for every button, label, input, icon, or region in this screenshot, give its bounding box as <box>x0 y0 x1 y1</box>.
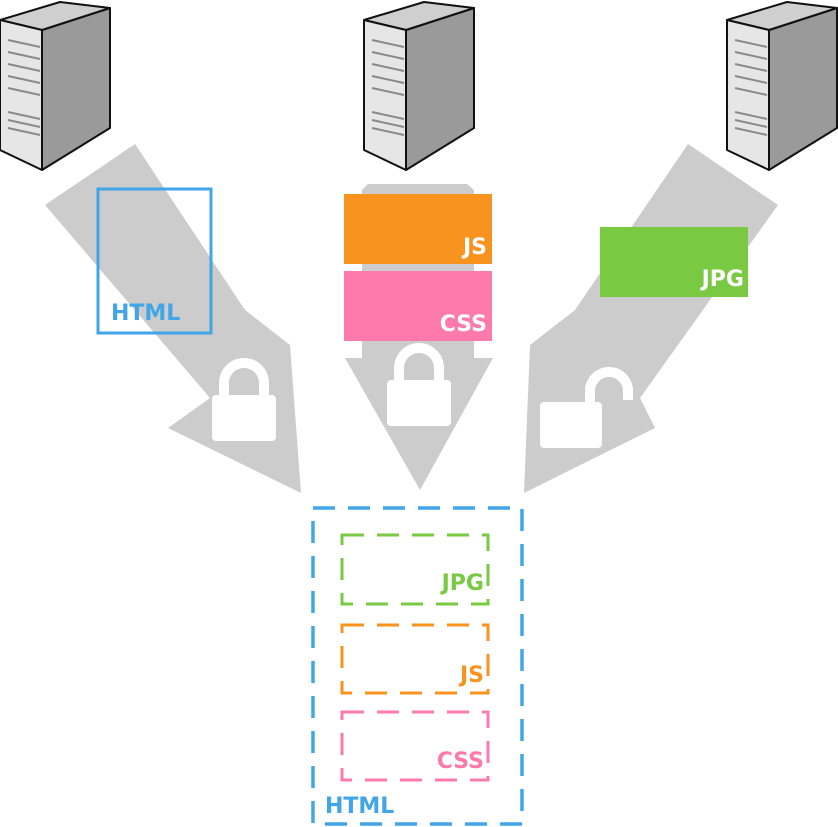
page-html-label: HTML <box>325 794 394 819</box>
page-jpg-label: JPG <box>440 571 484 596</box>
server-left-icon <box>0 1 111 171</box>
lock-closed-icon <box>212 358 276 441</box>
assembled-page: HTML JPG JS CSS <box>311 506 524 826</box>
server-right-icon <box>726 1 838 171</box>
payload-css: CSS <box>344 271 492 341</box>
server-center-icon <box>363 1 475 171</box>
payload-js: JS <box>344 194 492 264</box>
page-css-label: CSS <box>437 749 484 774</box>
payload-html-label: HTML <box>111 301 180 326</box>
payload-jpg-label: JPG <box>700 267 744 292</box>
payload-jpg: JPG <box>600 227 748 297</box>
payload-js-label: JS <box>461 235 487 260</box>
lock-closed-icon <box>387 343 451 426</box>
lock-open-icon <box>540 367 633 448</box>
payload-html: HTML <box>96 187 213 335</box>
page-js-label: JS <box>458 663 484 688</box>
payload-css-label: CSS <box>440 312 487 337</box>
